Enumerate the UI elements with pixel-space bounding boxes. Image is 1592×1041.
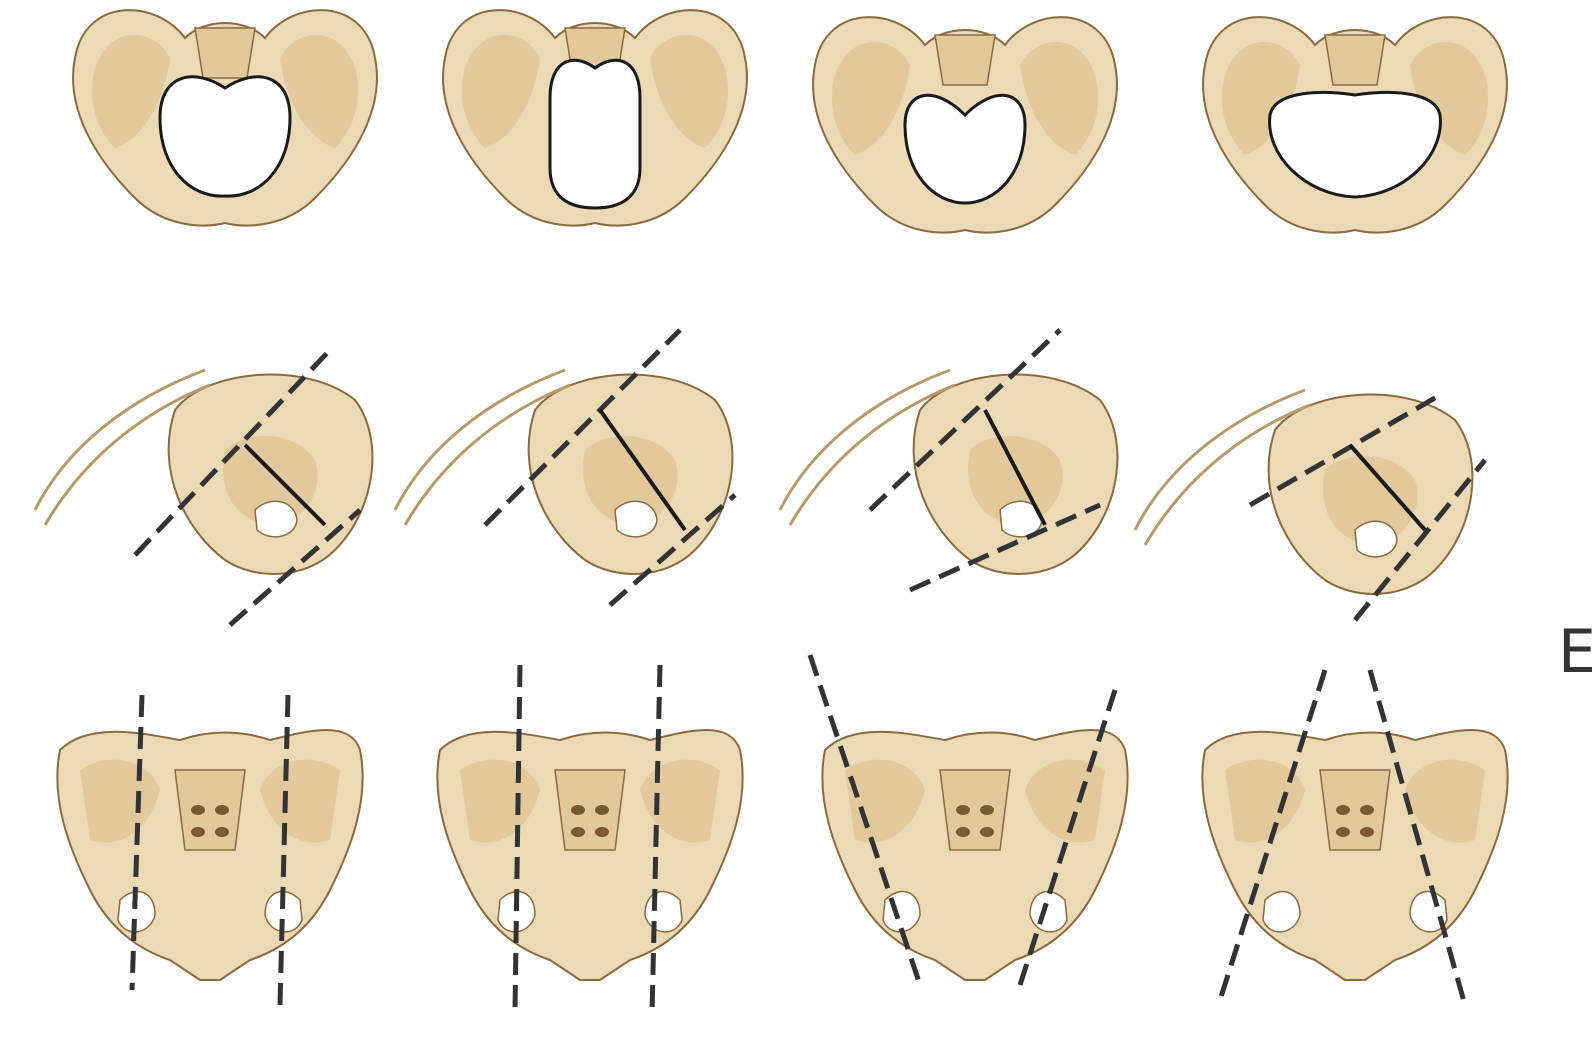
lateral-view-type-3	[780, 330, 1117, 590]
top-view-type-3	[813, 17, 1117, 232]
lateral-view-type-2	[395, 330, 735, 605]
top-view-type-2	[443, 10, 747, 225]
lateral-view-type-1	[35, 350, 372, 625]
front-view-type-2	[437, 665, 742, 1015]
edge-letter-label: E	[1558, 622, 1592, 682]
front-view-type-4	[1202, 670, 1507, 1005]
front-view-type-3	[810, 655, 1128, 985]
lateral-view-type-4	[1135, 390, 1485, 620]
front-view-type-1	[57, 695, 362, 1005]
top-view-type-1	[73, 10, 377, 225]
top-view-type-4	[1203, 17, 1507, 232]
